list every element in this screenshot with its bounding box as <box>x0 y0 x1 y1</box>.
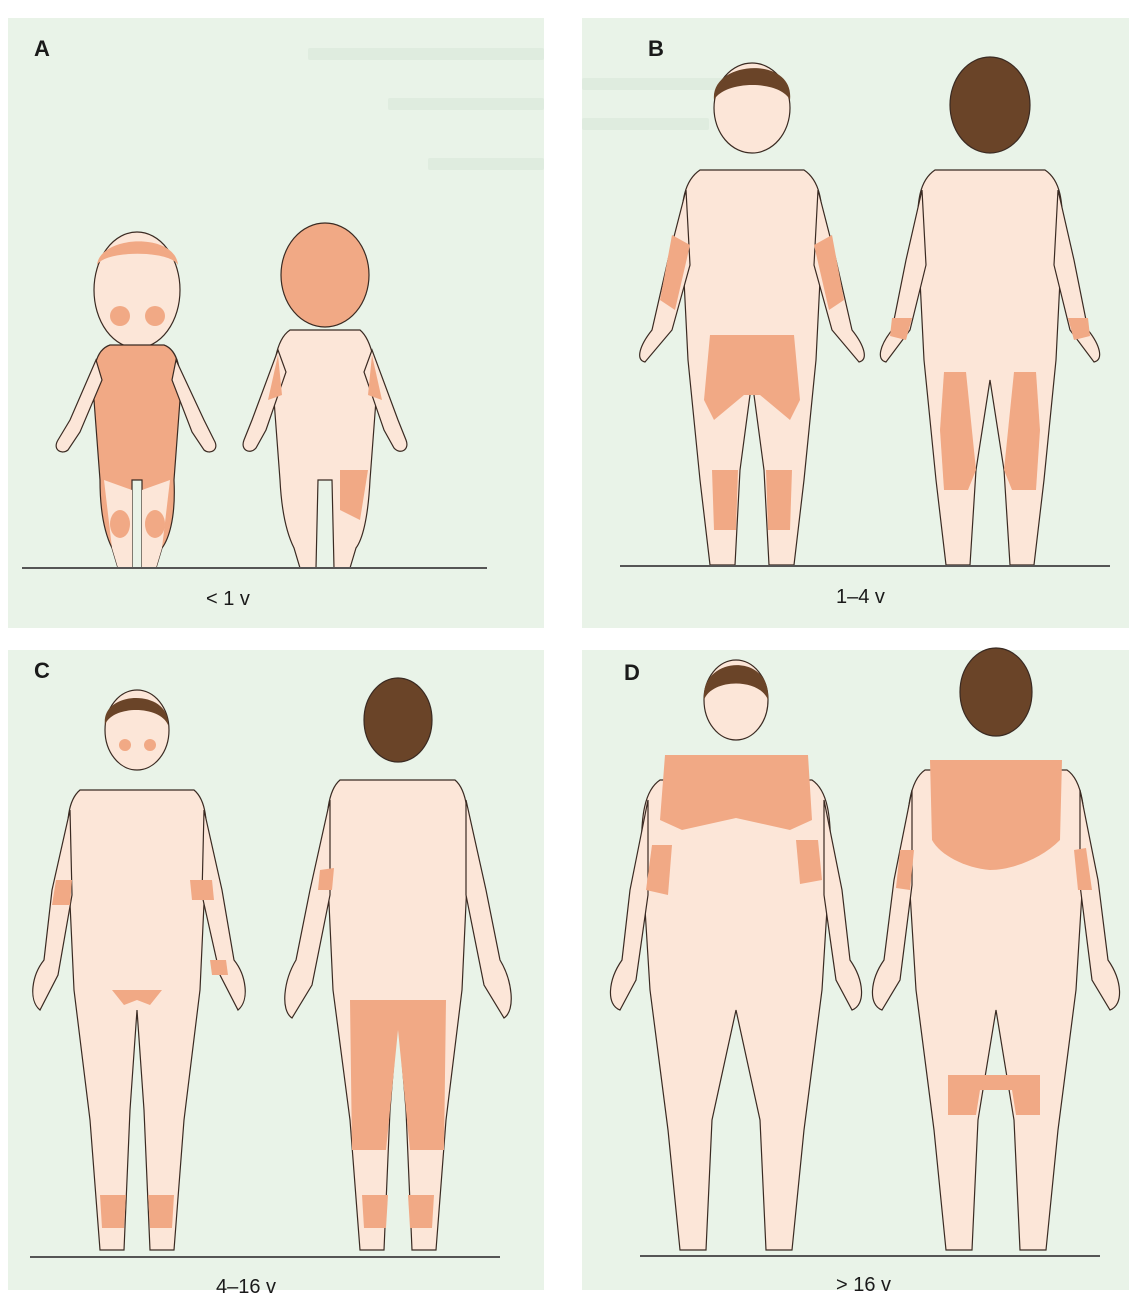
age-label-d: > 16 v <box>836 1274 891 1297</box>
panel-letter-d: D <box>624 660 640 686</box>
figure-c-back <box>285 678 511 1250</box>
panel-letter-b: B <box>648 36 664 62</box>
ground-line-a <box>22 567 487 569</box>
age-label-b: 1–4 v <box>836 586 885 609</box>
figure-a-back <box>243 223 407 568</box>
age-label-c: 4–16 v <box>216 1276 276 1299</box>
ground-line-c <box>30 1256 500 1258</box>
figure-a-front <box>56 232 216 568</box>
ground-line-d <box>640 1255 1100 1257</box>
ground-line-b <box>620 565 1110 567</box>
panel-letter-c: C <box>34 658 50 684</box>
figure-b-front <box>640 63 865 565</box>
figure-d-back <box>872 648 1119 1250</box>
age-label-a: < 1 v <box>206 588 250 611</box>
figure-c-front <box>33 690 245 1250</box>
panel-letter-a: A <box>34 36 50 62</box>
figure-d-front <box>610 660 861 1250</box>
figure-b-back <box>880 57 1099 565</box>
